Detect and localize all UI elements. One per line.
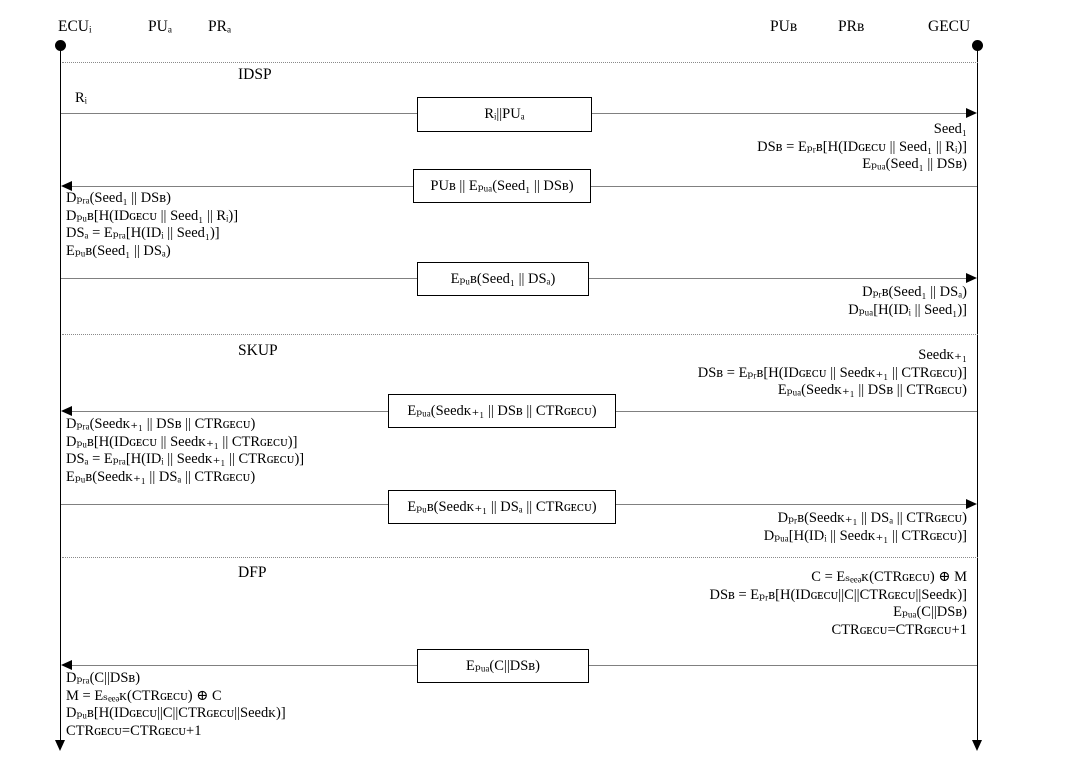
phase-separator-skup-dfp — [62, 557, 978, 558]
message-arrowhead-2 — [61, 181, 72, 191]
message-box-1[interactable]: Rᵢ||PUₐ — [417, 97, 592, 132]
participant-label-ecu: ECUᵢ — [58, 18, 92, 35]
message-arrowhead-6 — [61, 660, 72, 670]
lifeline-end-arrow-gecu — [972, 740, 982, 751]
note-line: Dₚᵣʙ(Seed₁ || DSₐ) — [862, 284, 967, 300]
note-idsp-right-1: Seed₁ DSʙ = Eₚᵣʙ[H(IDɢᴇᴄᴜ || Seed₁ || Rᵢ… — [600, 121, 967, 174]
message-box-3[interactable]: Eₚᵤʙ(Seed₁ || DSₐ) — [417, 262, 589, 296]
phase-separator-idsp-skup — [62, 334, 978, 335]
note-idsp-left-ri: Rᵢ — [75, 90, 88, 106]
note-skup-right-1: Seedᴋ₊₁ DSʙ = Eₚᵣʙ[H(IDɢᴇᴄᴜ || Seedᴋ₊₁ |… — [560, 347, 967, 400]
note-line: Eₚᵤʙ(Seed₁ || DSₐ) — [66, 243, 171, 260]
lifeline-start-dot-ecu — [55, 40, 66, 51]
note-line: Dₚᵣʙ(Seedᴋ₊₁ || DSₐ || CTRɢᴇᴄᴜ) — [777, 510, 967, 526]
note-line: Dₚᵤʙ[H(IDɢᴇᴄᴜ || Seed₁ || Rᵢ)] — [66, 207, 239, 224]
lifeline-ecu — [60, 46, 61, 742]
note-line: DSʙ = Eₚᵣʙ[H(IDɢᴇᴄᴜ || Seedᴋ₊₁ || CTRɢᴇᴄ… — [697, 364, 967, 381]
phase-label-dfp: DFP — [238, 564, 267, 581]
note-line: Dₚᵤₐ[H(IDᵢ || Seedᴋ₊₁ || CTRɢᴇᴄᴜ)] — [763, 527, 967, 544]
participant-label-gecu: GECU — [928, 18, 971, 35]
message-arrowhead-5 — [966, 499, 977, 509]
phase-label-skup: SKUP — [238, 342, 278, 359]
note-line: Eₚᵤₐ(Seedᴋ₊₁ || DSʙ || CTRɢᴇᴄᴜ) — [777, 382, 967, 399]
message-arrowhead-1 — [966, 108, 977, 118]
participant-label-pr-b: PRʙ — [838, 18, 865, 35]
note-line: Dₚᵣₐ(Seed₁ || DSʙ) — [66, 190, 171, 206]
lifeline-end-arrow-ecu — [55, 740, 65, 751]
note-line: Eₚᵤʙ(Seedᴋ₊₁ || DSₐ || CTRɢᴇᴄᴜ) — [66, 469, 256, 486]
message-arrowhead-3 — [966, 273, 977, 283]
note-line: Eₚᵤₐ(Seed₁ || DSʙ) — [862, 156, 967, 173]
note-line: Dₚᵣₐ(C||DSʙ) — [66, 670, 141, 686]
note-line: Dₚᵤʙ[H(IDɢᴇᴄᴜ||C||CTRɢᴇᴄᴜ||Seedᴋ)] — [66, 705, 286, 722]
lifeline-gecu — [977, 46, 978, 742]
message-box-5[interactable]: Eₚᵤʙ(Seedᴋ₊₁ || DSₐ || CTRɢᴇᴄᴜ) — [388, 490, 616, 524]
note-dfp-right-1: C = Eₛₑₑₔᴋ(CTRɢᴇᴄᴜ) ⊕ M DSʙ = Eₚᵣʙ[H(IDɢ… — [560, 569, 968, 640]
note-line: CTRɢᴇᴄᴜ=CTRɢᴇᴄᴜ+1 — [831, 622, 967, 639]
note-idsp-left-2: Dₚᵣₐ(Seed₁ || DSʙ) Dₚᵤʙ[H(IDɢᴇᴄᴜ || Seed… — [66, 190, 238, 261]
lifeline-start-dot-gecu — [972, 40, 983, 51]
note-skup-right-2: Dₚᵣʙ(Seedᴋ₊₁ || DSₐ || CTRɢᴇᴄᴜ) Dₚᵤₐ[H(I… — [600, 510, 967, 545]
message-arrowhead-4 — [61, 406, 72, 416]
note-line: Eₚᵤₐ(C||DSʙ) — [893, 604, 967, 621]
message-box-4[interactable]: Eₚᵤₐ(Seedᴋ₊₁ || DSʙ || CTRɢᴇᴄᴜ) — [388, 394, 616, 428]
note-skup-left-1: Dₚᵣₐ(Seedᴋ₊₁ || DSʙ || CTRɢᴇᴄᴜ) Dₚᵤʙ[H(I… — [66, 416, 304, 487]
phase-separator-top — [62, 62, 978, 63]
note-line: C = Eₛₑₑₔᴋ(CTRɢᴇᴄᴜ) ⊕ M — [811, 569, 967, 585]
message-box-2[interactable]: PUʙ || Eₚᵤₐ(Seed₁ || DSʙ) — [413, 169, 591, 203]
message-box-6[interactable]: Eₚᵤₐ(C||DSʙ) — [417, 649, 589, 683]
note-line: Seed₁ — [933, 121, 967, 137]
note-line: Seedᴋ₊₁ — [918, 347, 967, 363]
participant-label-pu-b: PUʙ — [770, 18, 798, 35]
note-line: DSʙ = Eₚᵣʙ[H(IDɢᴇᴄᴜ||C||CTRɢᴇᴄᴜ||Seedᴋ)] — [709, 586, 968, 603]
note-idsp-right-2: Dₚᵣʙ(Seed₁ || DSₐ) Dₚᵤₐ[H(IDᵢ || Seed₁)] — [600, 284, 967, 319]
note-line: M = Eₛₑₑₔᴋ(CTRɢᴇᴄᴜ) ⊕ C — [66, 687, 222, 704]
participant-label-pr-a: PRₐ — [208, 18, 232, 35]
phase-label-idsp: IDSP — [238, 66, 272, 83]
note-dfp-left-1: Dₚᵣₐ(C||DSʙ) M = Eₛₑₑₔᴋ(CTRɢᴇᴄᴜ) ⊕ C Dₚᵤ… — [66, 670, 286, 741]
note-line: DSₐ = Eₚᵣₐ[H(IDᵢ || Seedᴋ₊₁ || CTRɢᴇᴄᴜ)] — [66, 451, 305, 468]
note-line: DSʙ = Eₚᵣʙ[H(IDɢᴇᴄᴜ || Seed₁ || Rᵢ)] — [757, 138, 967, 155]
note-line: DSₐ = Eₚᵣₐ[H(IDᵢ || Seed₁)] — [66, 225, 220, 242]
participant-label-pu-a: PUₐ — [148, 18, 173, 35]
note-line: Dₚᵤₐ[H(IDᵢ || Seed₁)] — [848, 301, 967, 318]
note-line: Dₚᵤʙ[H(IDɢᴇᴄᴜ || Seedᴋ₊₁ || CTRɢᴇᴄᴜ)] — [66, 433, 298, 450]
note-line: CTRɢᴇᴄᴜ=CTRɢᴇᴄᴜ+1 — [66, 723, 202, 740]
note-line: Dₚᵣₐ(Seedᴋ₊₁ || DSʙ || CTRɢᴇᴄᴜ) — [66, 416, 256, 432]
